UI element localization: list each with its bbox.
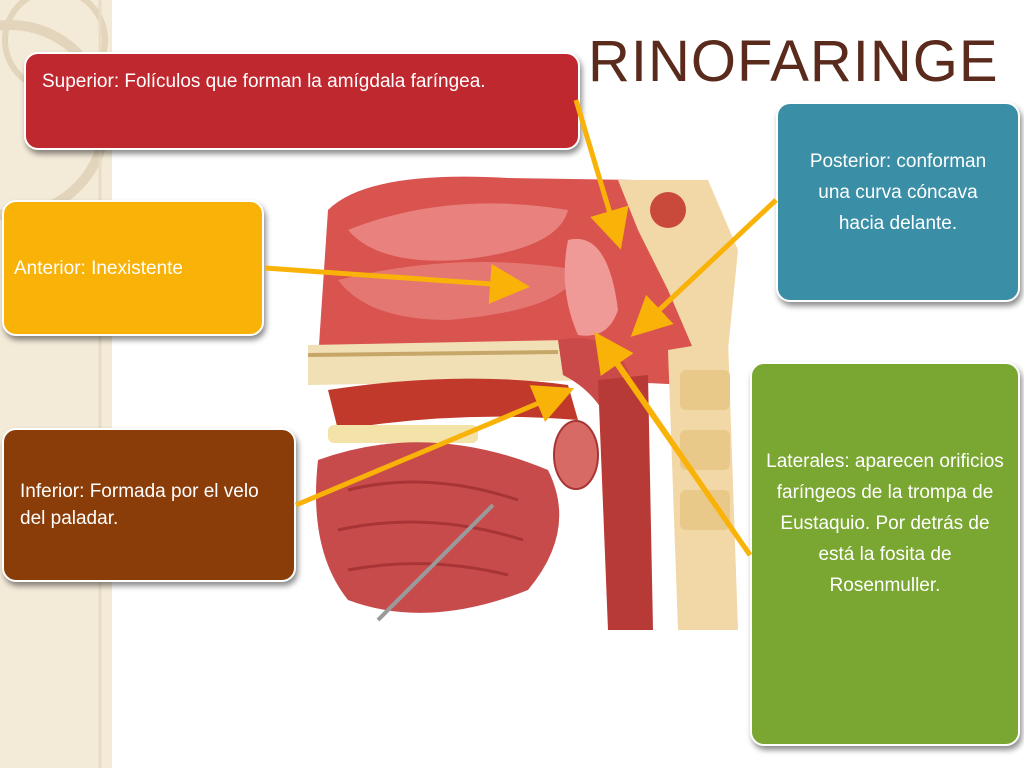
inferior-label-box: Inferior: Formada por el velo del palada… [2,428,296,582]
anterior-label-text: Anterior: Inexistente [14,257,183,279]
inferior-label-text: Inferior: Formada por el velo del palada… [20,481,259,529]
laterales-label-box: Laterales: aparecen orificios faríngeos … [750,362,1020,746]
superior-label-box: Superior: Folículos que forman la amígda… [24,52,580,150]
posterior-label-box: Posterior: conforman una curva cóncava h… [776,102,1020,302]
anterior-label-box: Anterior: Inexistente [2,200,264,336]
posterior-label-text: Posterior: conforman una curva cóncava h… [809,151,987,234]
laterales-label-text: Laterales: aparecen orificios faríngeos … [766,451,1004,596]
slide-title: RINOFARINGE [588,29,999,94]
superior-label-text: Superior: Folículos que forman la amígda… [42,71,486,92]
nasopharynx-anatomy-illustration [308,176,738,630]
